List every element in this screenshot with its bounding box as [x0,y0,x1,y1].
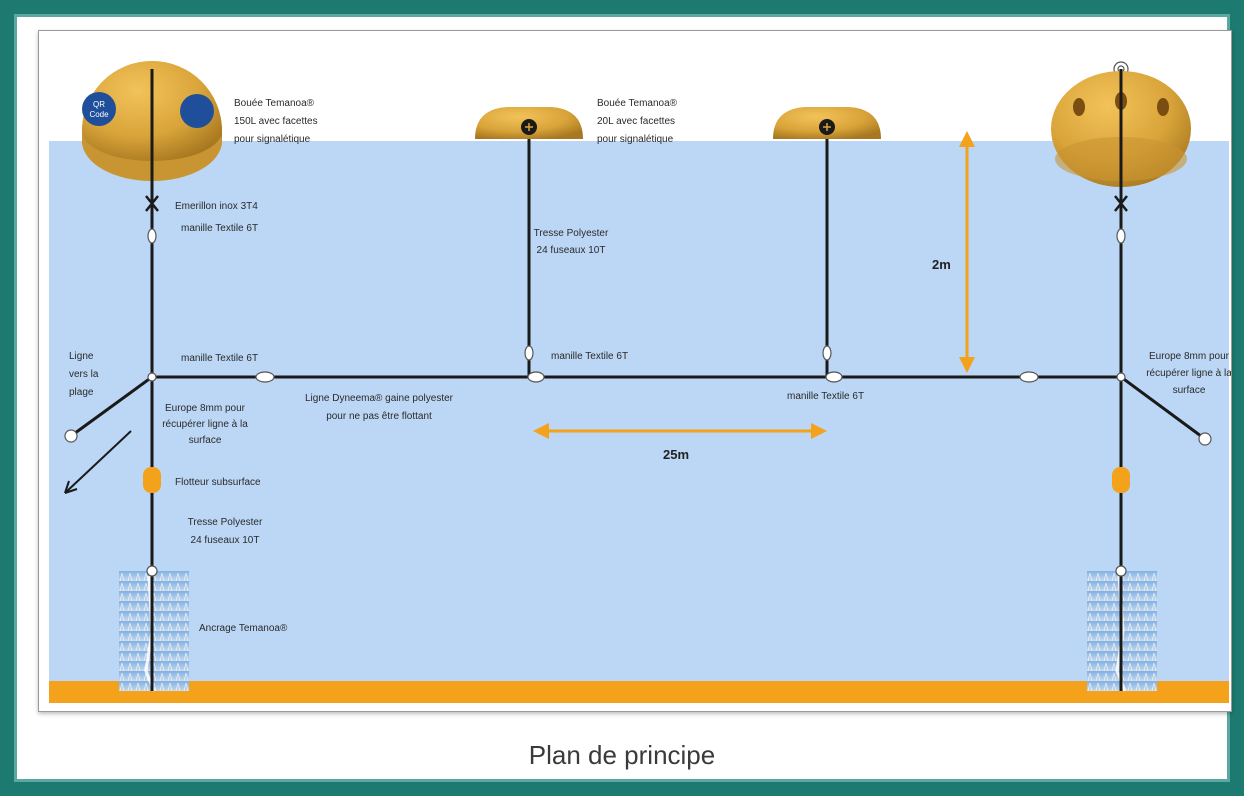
label-buoy-small: Bouée Temanoa® 20L avec facettes pour si… [597,98,678,145]
dimension-arrow-horizontal [533,423,827,439]
svg-text:surface: surface [1173,385,1206,396]
label-emerillon: Emerillon inox 3T4 [175,201,258,212]
dim-label-2m: 2m [932,257,951,272]
svg-text:récupérer ligne à la: récupérer ligne à la [1146,368,1231,379]
swivels [145,195,1128,212]
svg-text:Code: Code [89,110,109,119]
svg-text:surface: surface [189,435,222,446]
info-badge [180,94,214,128]
mooring-diagram: QR Code 2m 25m Bouée Temanoa® 150L av [38,30,1232,712]
hand-drawn-arrow [64,430,132,494]
subsurface-float-right [1112,467,1130,493]
label-europe-left: Europe 8mm pour récupérer ligne à la sur… [162,403,248,446]
svg-text:24 fuseaux 10T: 24 fuseaux 10T [537,245,606,256]
label-manille-top: manille Textile 6T [181,223,258,234]
rope-lines [70,139,1206,691]
anchor-left [119,571,189,692]
svg-text:pour signalétique: pour signalétique [597,134,674,145]
svg-text:Tresse Polyester: Tresse Polyester [188,517,263,528]
label-ligne-dyneema: Ligne Dyneema® gaine polyester pour ne p… [305,393,454,422]
label-tresse-mid: Tresse Polyester 24 fuseaux 10T [534,228,609,256]
label-flotteur: Flotteur subsurface [175,477,261,488]
label-buoy-large: Bouée Temanoa® 150L avec facettes pour s… [234,98,318,145]
svg-text:Ligne: Ligne [69,351,94,362]
svg-text:Europe 8mm pour: Europe 8mm pour [165,403,246,414]
svg-text:Tresse Polyester: Tresse Polyester [534,228,609,239]
diagram-svg: QR Code 2m 25m Bouée Temanoa® 150L av [49,61,1231,703]
buoy-large-left: QR Code [82,61,222,191]
label-manille-left-mid: manille Textile 6T [181,353,258,364]
svg-text:pour signalétique: pour signalétique [234,134,311,145]
svg-text:vers la: vers la [69,369,99,380]
water-area [49,141,1229,701]
qr-code-badge [82,92,116,126]
buoy-small-center [475,107,583,139]
label-manille-right: manille Textile 6T [787,391,864,402]
svg-text:Europe 8mm pour: Europe 8mm pour [1149,351,1230,362]
svg-text:20L avec facettes: 20L avec facettes [597,116,675,127]
dim-label-25m: 25m [663,447,689,462]
seabed [49,681,1229,703]
svg-text:Ligne Dyneema® gaine polyester: Ligne Dyneema® gaine polyester [305,393,454,404]
svg-text:150L avec facettes: 150L avec facettes [234,116,318,127]
diagram-caption: Plan de principe [528,740,716,770]
dimension-arrow-vertical [959,131,975,373]
svg-text:plage: plage [69,387,94,398]
subsurface-float-left [143,467,161,493]
buoy-large-right [1051,69,1191,191]
svg-text:24 fuseaux 10T: 24 fuseaux 10T [191,535,260,546]
label-tresse-bottom: Tresse Polyester 24 fuseaux 10T [188,517,263,546]
svg-text:pour ne pas être flottant: pour ne pas être flottant [326,411,432,422]
label-ligne-plage: Ligne vers la plage [69,351,99,398]
buoy-small-right [773,107,881,139]
svg-text:Bouée Temanoa®: Bouée Temanoa® [234,98,315,109]
svg-text:QR: QR [93,100,105,109]
label-manille-center: manille Textile 6T [551,351,628,362]
svg-text:Bouée Temanoa®: Bouée Temanoa® [597,98,678,109]
label-ancrage: Ancrage Temanoa® [199,623,288,634]
label-europe-right: Europe 8mm pour récupérer ligne à la sur… [1146,351,1231,396]
svg-text:récupérer ligne à la: récupérer ligne à la [162,419,248,430]
